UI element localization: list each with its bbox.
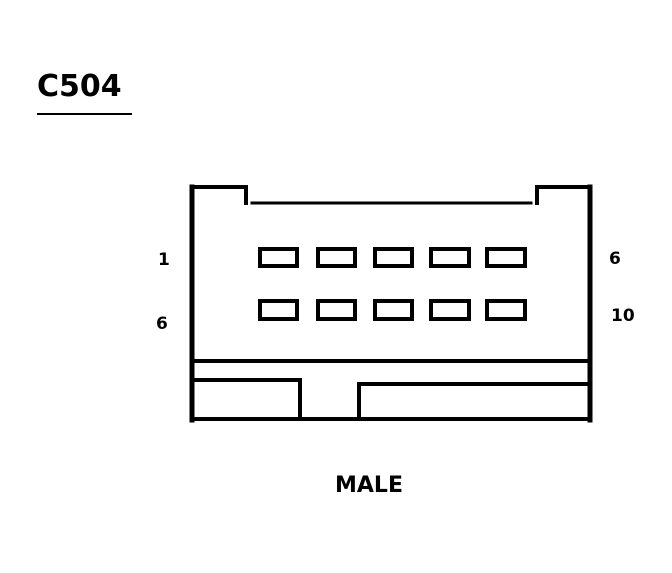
housing-left-tab <box>190 185 248 205</box>
pin-cavity-2 <box>316 247 357 268</box>
pin-label-top-left: 1 <box>158 250 170 270</box>
pin-row-2 <box>258 299 527 321</box>
connector-id-title: C504 <box>37 69 122 104</box>
pin-cavity-7 <box>316 299 357 321</box>
pin-cavity-4 <box>429 247 471 268</box>
pin-cavity-1 <box>258 247 299 268</box>
pin-cavity-10 <box>485 299 527 321</box>
latch-left-block <box>190 378 302 420</box>
latch-right-block <box>357 382 592 420</box>
pin-label-bottom-left: 6 <box>156 314 168 334</box>
title-underline <box>37 113 132 115</box>
pin-cavity-8 <box>373 299 414 321</box>
pin-cavity-5 <box>485 247 527 268</box>
pin-cavity-3 <box>373 247 414 268</box>
pin-label-bottom-right: 10 <box>611 306 635 326</box>
pin-row-1 <box>258 247 527 268</box>
housing-right-tab <box>535 185 592 205</box>
connector-gender-label: MALE <box>335 473 403 498</box>
pin-label-top-right: 6 <box>609 249 621 269</box>
pin-cavity-6 <box>258 299 299 321</box>
pin-cavity-9 <box>429 299 471 321</box>
